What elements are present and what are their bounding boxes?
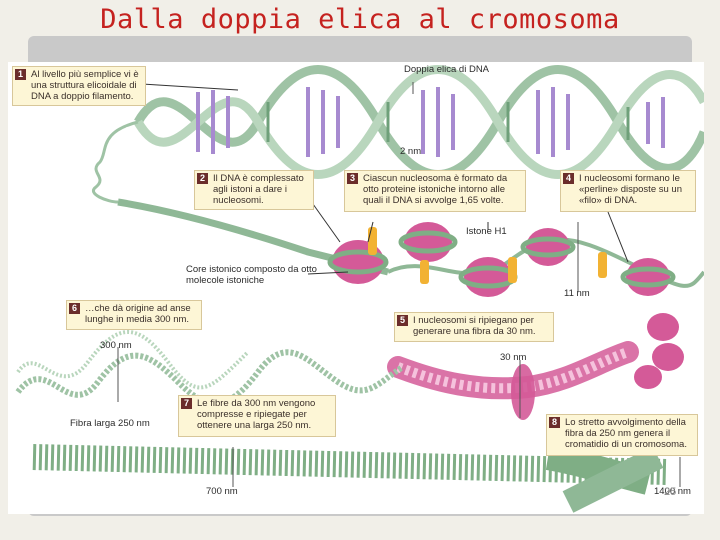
step-4-callout: 4 I nucleosomi formano le «perline» disp… — [560, 170, 696, 212]
step-3-text: Ciascun nucleosoma è formato da otto pro… — [363, 173, 508, 206]
step-3-number: 3 — [347, 173, 358, 184]
step-6-callout: 6 …che dà origine ad anse lunghe in medi… — [66, 300, 202, 330]
step-6-text: …che dà origine ad anse lunghe in media … — [85, 303, 191, 325]
loops-300nm-back — [16, 330, 250, 390]
dna-coil — [92, 120, 139, 204]
chromatin-illustration — [15, 65, 704, 513]
step-3-callout: 3 Ciascun nucleosoma è formato da otto p… — [344, 170, 526, 212]
step-8-callout: 8 Lo stretto avvolgimento della fibra da… — [546, 414, 698, 456]
step-8-number: 8 — [549, 417, 560, 428]
slide-title: Dalla doppia elica al cromosoma — [100, 4, 620, 35]
step-5-number: 5 — [397, 315, 408, 326]
step-2-number: 2 — [197, 173, 208, 184]
dna-double-helix — [134, 65, 704, 179]
step-1-number: 1 — [15, 69, 26, 80]
label-histone-core: Core istonico composto da otto molecole … — [186, 264, 317, 286]
step-4-number: 4 — [563, 173, 574, 184]
measurement-marks — [117, 82, 681, 487]
label-histone-h1: Istone H1 — [466, 226, 507, 237]
step-2-text: Il DNA è complessato agli istoni a dare … — [213, 173, 304, 206]
label-dna-helix: Doppia elica di DNA — [404, 64, 490, 75]
label-300nm: 300 nm — [100, 340, 132, 351]
step-1-text: Al livello più semplice vi è una struttu… — [31, 69, 139, 102]
page-number: 25 — [664, 486, 677, 498]
label-2nm: 2 nm — [400, 146, 422, 157]
label-11nm: 11 nm — [564, 288, 590, 299]
step-8-text: Lo stretto avvolgimento della fibra da 2… — [565, 417, 687, 450]
fiber-30nm — [387, 341, 639, 420]
label-30nm: 30 nm — [500, 352, 527, 363]
label-700nm: 700 nm — [206, 486, 238, 497]
step-1-callout: 1 Al livello più semplice vi è una strut… — [12, 66, 146, 106]
step-7-callout: 7 Le fibre da 300 nm vengono compresse e… — [178, 395, 336, 437]
label-1400nm: 1400 nm — [654, 486, 691, 497]
nucleosomes — [327, 222, 684, 389]
chromosome — [545, 444, 664, 513]
step-6-number: 6 — [69, 303, 80, 314]
step-4-text: I nucleosomi formano le «perline» dispos… — [579, 173, 682, 206]
step-5-text: I nucleosomi si ripiegano per generare u… — [413, 315, 536, 337]
step-7-text: Le fibre da 300 nm vengono compresse e r… — [197, 398, 316, 431]
step-2-callout: 2 Il DNA è complessato agli istoni a dar… — [194, 170, 314, 210]
step-5-callout: 5 I nucleosomi si ripiegano per generare… — [394, 312, 554, 342]
label-fiber-250nm: Fibra larga 250 nm — [70, 418, 150, 429]
step-7-number: 7 — [181, 398, 192, 409]
diagram-panel: 1 Al livello più semplice vi è una strut… — [8, 62, 704, 514]
